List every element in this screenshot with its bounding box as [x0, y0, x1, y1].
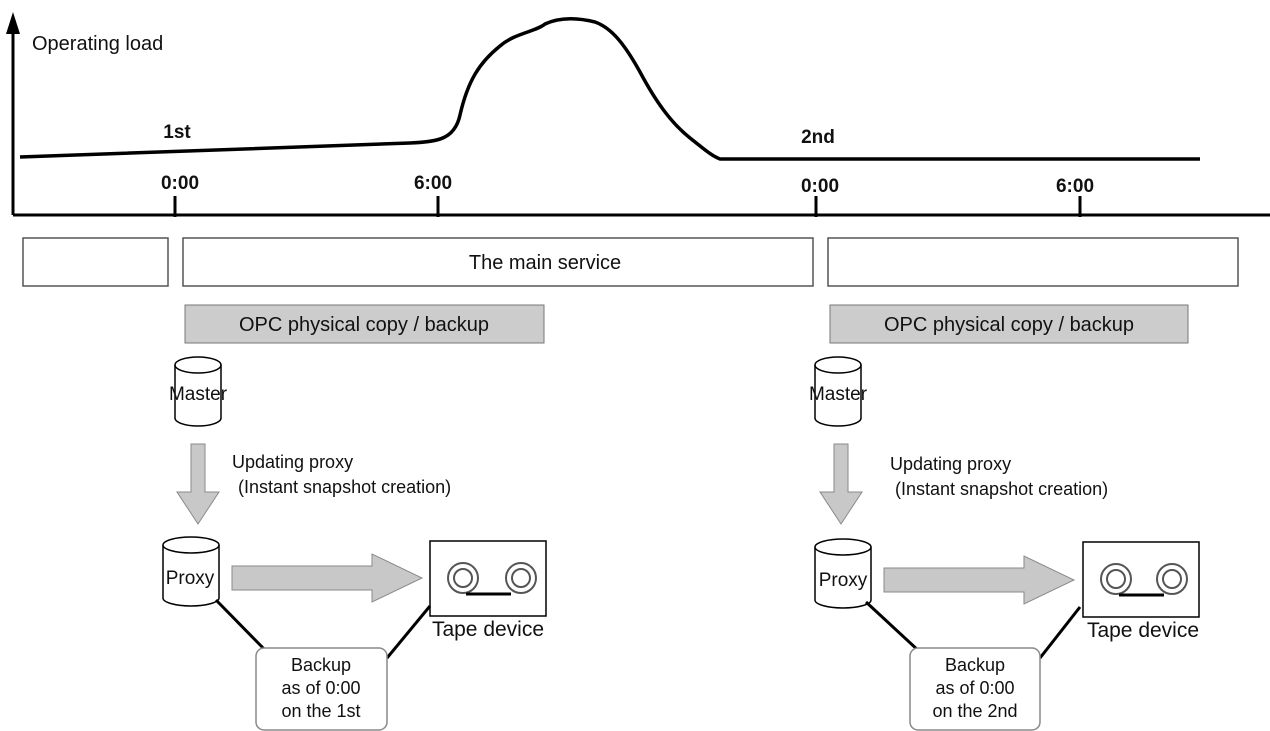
service-band-left	[22, 237, 169, 287]
day-label-2nd: 2nd	[801, 127, 835, 148]
service-bands: The main service	[22, 237, 1239, 287]
master-disk-icon	[174, 356, 222, 427]
load-chart: Operating load 0:00 6:00 0:00 6:00 1st 2…	[6, 12, 1270, 217]
tick-label: 6:00	[414, 173, 452, 194]
backup-section-1: OPC physical copy / backup Master Updati…	[162, 304, 547, 731]
opc-box	[184, 304, 545, 344]
backup-section-2: OPC physical copy / backup Master Updati…	[809, 304, 1200, 731]
tick-label: 0:00	[801, 176, 839, 197]
connector-line	[864, 600, 922, 654]
backup-right-arrow	[883, 555, 1076, 605]
tape-device-icon	[1082, 541, 1200, 618]
main-service-band	[182, 237, 814, 287]
tape-device-label: Tape device	[1087, 619, 1199, 642]
tick-label: 0:00	[161, 173, 199, 194]
update-down-arrow	[176, 443, 220, 525]
opc-box	[829, 304, 1189, 344]
backup-note-line: as of 0:00	[281, 678, 360, 698]
connector-line	[214, 598, 269, 654]
backup-note-line: Backup	[945, 655, 1005, 675]
master-label: Master	[809, 384, 868, 405]
backup-note-line: as of 0:00	[935, 678, 1014, 698]
update-note-line2: (Instant snapshot creation)	[238, 477, 451, 497]
backup-note-box	[255, 647, 388, 731]
tick-label: 6:00	[1056, 176, 1094, 197]
tape-device-icon	[429, 540, 547, 617]
backup-note-line: Backup	[291, 655, 351, 675]
connector-line	[385, 605, 432, 659]
master-label: Master	[169, 384, 228, 405]
update-down-arrow	[819, 443, 863, 525]
backup-note-line: on the 2nd	[932, 701, 1017, 721]
tape-device-label: Tape device	[432, 618, 544, 641]
proxy-disk-icon	[814, 538, 872, 609]
proxy-label: Proxy	[166, 568, 215, 589]
main-service-label: The main service	[469, 252, 621, 274]
backup-right-arrow	[231, 553, 424, 603]
proxy-label: Proxy	[819, 570, 868, 591]
update-note-line1: Updating proxy	[890, 454, 1011, 474]
load-curve	[19, 17, 1200, 161]
master-disk-icon	[814, 356, 862, 427]
y-axis-arrowhead	[6, 12, 20, 34]
day-label-1st: 1st	[163, 122, 191, 143]
update-note-line2: (Instant snapshot creation)	[895, 479, 1108, 499]
backup-note-box	[909, 647, 1041, 731]
update-note-line1: Updating proxy	[232, 452, 353, 472]
backup-note-line: on the 1st	[281, 701, 360, 721]
connector-line	[1038, 606, 1082, 659]
service-band-right	[827, 237, 1239, 287]
opc-label: OPC physical copy / backup	[884, 314, 1134, 336]
y-axis-label: Operating load	[32, 33, 163, 55]
opc-label: OPC physical copy / backup	[239, 314, 489, 336]
